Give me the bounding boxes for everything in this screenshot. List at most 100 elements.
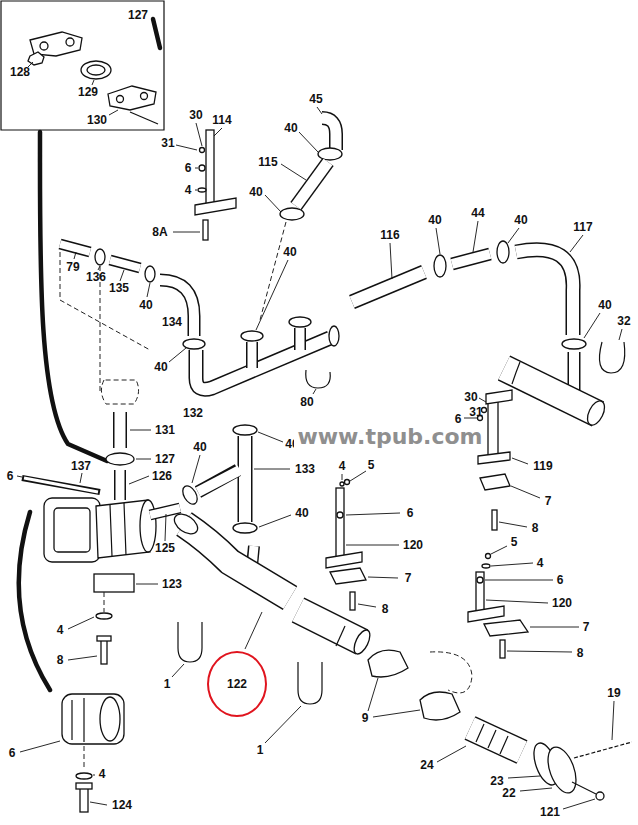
callout-number: 5 (511, 536, 518, 549)
pipe (289, 317, 311, 327)
pipe (233, 425, 257, 435)
bracket (368, 577, 398, 578)
callout-number: 6 (9, 747, 16, 760)
bracket (486, 554, 491, 559)
detail-inset (109, 110, 118, 115)
pipe (480, 474, 510, 490)
callout-number: 40 (154, 361, 167, 374)
callout-number: 135 (109, 282, 129, 295)
callout-number: 40 (598, 299, 611, 312)
callout-number: 6 (7, 470, 14, 483)
pipe (95, 249, 105, 265)
callout-number: 8 (577, 647, 584, 660)
pipe (233, 523, 257, 533)
bracket (336, 488, 344, 558)
bracket (476, 572, 484, 612)
pipe (192, 455, 200, 483)
coupling-assembly (574, 742, 632, 758)
callout-number: 19 (607, 687, 620, 700)
pipe (60, 107, 625, 394)
callout-number: 8 (57, 654, 64, 667)
pump-assembly (129, 476, 149, 484)
motor (80, 788, 88, 812)
bracket (195, 168, 198, 169)
pipe (299, 132, 318, 152)
callout-number: 120 (552, 597, 572, 610)
pipe (296, 328, 305, 352)
pump-assembly (24, 478, 98, 492)
callout-number: 40 (514, 214, 527, 227)
pump-assembly (150, 508, 180, 515)
bracket (491, 563, 533, 566)
pipe (239, 436, 251, 522)
detail-inset (141, 93, 148, 100)
pipe (169, 348, 186, 362)
pipe (258, 432, 283, 442)
detail-inset (117, 96, 124, 103)
pipe (184, 524, 290, 598)
callout-number: 6 (185, 162, 192, 175)
pump-assembly (101, 380, 138, 404)
pipe (110, 260, 140, 268)
bracket (195, 198, 236, 215)
bracket (337, 512, 343, 518)
pipe (486, 390, 512, 404)
pipe (183, 339, 205, 349)
bracket (173, 232, 200, 233)
motor (72, 698, 84, 742)
coupling-assembly (420, 692, 460, 720)
bracket (500, 640, 505, 658)
pipe (317, 107, 322, 114)
pipe (248, 342, 257, 370)
coupling-assembly (596, 792, 604, 800)
pipe (619, 329, 622, 340)
callout-number: 4 (57, 624, 64, 637)
pipe (265, 195, 281, 212)
pipe (464, 352, 608, 530)
coupling-assembly (368, 678, 378, 711)
callout-number: 45 (309, 93, 322, 106)
pipe (516, 250, 573, 335)
callout-number: 124 (112, 799, 132, 812)
callout-number: 123 (162, 578, 182, 591)
callout-number: 128 (10, 66, 30, 79)
pipe (245, 612, 262, 649)
pump-assembly (17, 476, 22, 477)
motor (76, 783, 92, 789)
pipe (570, 235, 583, 252)
pipe (241, 331, 263, 341)
pump-assembly (116, 470, 125, 500)
callout-number: 30 (189, 109, 202, 122)
pipe (512, 362, 520, 384)
pipe (313, 389, 316, 394)
pipe (296, 162, 328, 206)
callout-number: 114 (212, 114, 231, 127)
pump-assembly (115, 412, 126, 448)
pump-assembly (96, 613, 112, 619)
motor (90, 802, 107, 805)
pipe (322, 118, 336, 150)
pump-assembly (94, 574, 134, 592)
pipe (306, 370, 331, 388)
bracket (340, 482, 344, 486)
pipe (352, 272, 424, 302)
bracket (196, 123, 202, 146)
callout-number: 40 (284, 122, 297, 135)
callout-number: 115 (258, 156, 277, 169)
callout-number: 9 (362, 712, 369, 725)
pipe (492, 510, 497, 530)
callout-number: 122 (227, 678, 247, 691)
pump-assembly (106, 453, 134, 465)
motor (20, 741, 60, 752)
callout-number: 40 (428, 214, 441, 227)
callout-number: 31 (161, 137, 174, 150)
pump-assembly (114, 470, 126, 500)
pipe (196, 338, 330, 389)
detail-inset (153, 19, 160, 48)
callout-number: 32 (617, 315, 630, 328)
callout-number: 8 (382, 603, 389, 616)
pump-assembly (101, 640, 107, 664)
motor (84, 746, 85, 770)
callout-number: 6 (455, 413, 462, 426)
